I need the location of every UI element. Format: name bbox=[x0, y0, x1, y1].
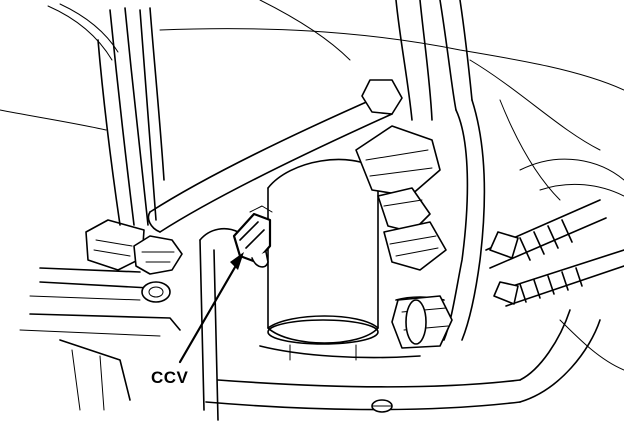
upper-left-bracket bbox=[0, 4, 118, 130]
hex-fitting-left bbox=[134, 236, 182, 302]
lower-right-hose-clamp bbox=[392, 296, 452, 348]
left-bracket-assembly bbox=[20, 220, 180, 410]
ccv-valve bbox=[234, 206, 272, 267]
diagonal-upper-hose bbox=[148, 80, 402, 232]
background-contours bbox=[160, 0, 624, 200]
callout-arrow bbox=[180, 252, 244, 362]
upper-right-hoses bbox=[396, 0, 484, 340]
valve-canister bbox=[268, 160, 378, 360]
right-engine-outline bbox=[520, 159, 624, 370]
left-vertical-tube bbox=[98, 8, 164, 225]
upper-hose-clamp bbox=[356, 126, 446, 270]
right-fuel-lines bbox=[486, 200, 624, 306]
lower-frame-rail bbox=[200, 229, 600, 420]
ccv-callout-label: CCV bbox=[151, 368, 189, 387]
bottom-bolt bbox=[372, 400, 392, 412]
